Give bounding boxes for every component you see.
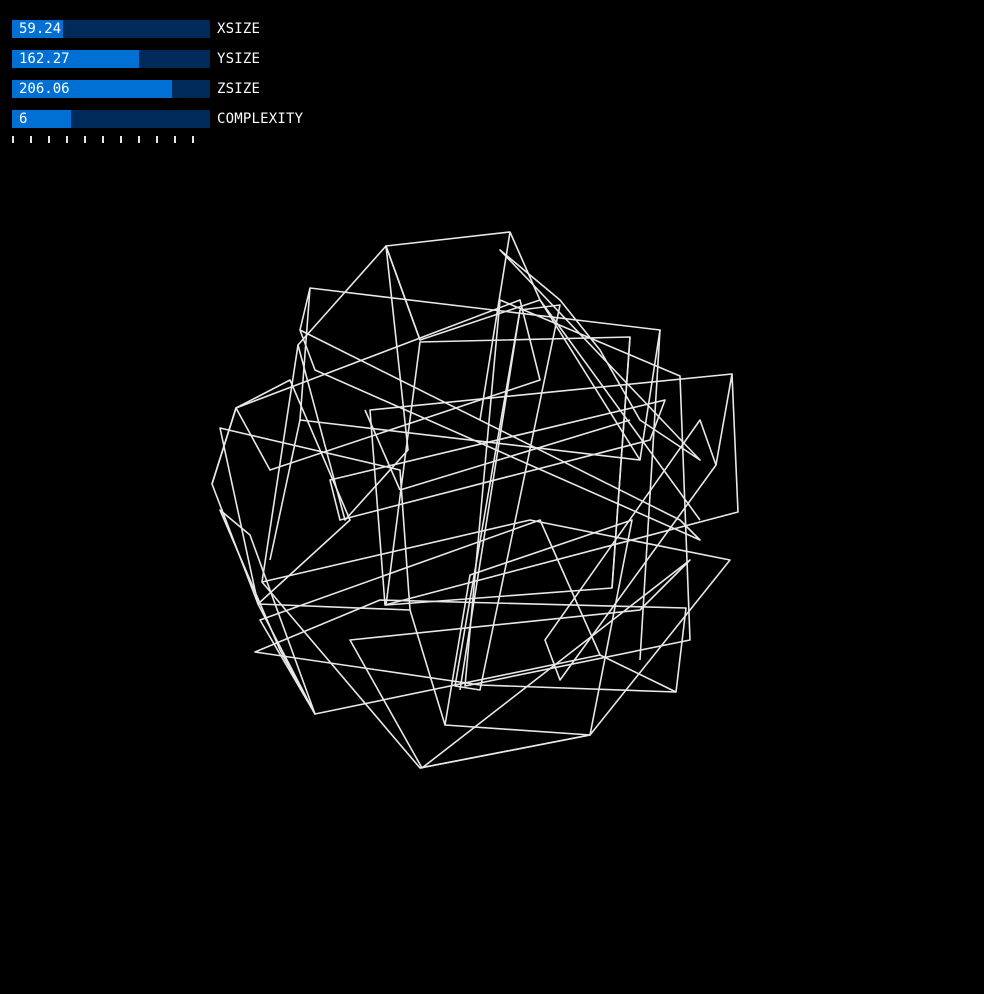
wireframe-face bbox=[329, 399, 666, 521]
tick-mark bbox=[48, 136, 50, 143]
wireframe-edge bbox=[399, 419, 631, 491]
wireframe-edge bbox=[364, 409, 401, 491]
wireframe-edge bbox=[419, 734, 591, 769]
wireframe-face bbox=[254, 599, 687, 693]
ysize-slider-fill bbox=[12, 50, 139, 68]
wireframe-face bbox=[369, 373, 739, 606]
wireframe-edge bbox=[539, 299, 701, 521]
wireframe-face bbox=[499, 249, 701, 461]
wireframe-edge bbox=[639, 329, 661, 661]
wireframe-face bbox=[349, 559, 691, 769]
wireframe-face bbox=[299, 329, 701, 541]
wireframe-edge bbox=[459, 309, 521, 691]
wireframe-face bbox=[444, 519, 633, 736]
wireframe-face bbox=[454, 304, 561, 691]
wireframe-edge bbox=[211, 407, 237, 485]
wireframe-face bbox=[299, 287, 661, 461]
xsize-slider-fill bbox=[12, 20, 64, 38]
wireframe-edge bbox=[299, 287, 311, 331]
tick-mark bbox=[66, 136, 68, 143]
slider-complexity: 6 COMPLEXITY bbox=[12, 110, 303, 128]
wireframe-edge bbox=[715, 373, 733, 466]
complexity-ticks bbox=[12, 136, 202, 144]
complexity-slider-fill bbox=[12, 110, 72, 128]
tick-mark bbox=[84, 136, 86, 143]
wireframe-edge bbox=[539, 299, 641, 461]
tick-mark bbox=[138, 136, 140, 143]
tick-mark bbox=[192, 136, 194, 143]
wireframe-edge bbox=[257, 603, 316, 715]
wireframe-edge bbox=[479, 231, 511, 421]
wireframe-face bbox=[259, 519, 601, 715]
wireframe-face bbox=[297, 245, 409, 521]
ysize-label: YSIZE bbox=[217, 51, 261, 67]
complexity-label: COMPLEXITY bbox=[217, 111, 304, 127]
wireframe-face bbox=[261, 519, 731, 769]
tick-mark bbox=[156, 136, 158, 143]
wireframe-edge bbox=[409, 609, 446, 726]
wireframe-edge bbox=[385, 245, 421, 341]
xsize-label: XSIZE bbox=[217, 21, 261, 37]
tick-mark bbox=[12, 136, 14, 143]
wireframe-face bbox=[211, 379, 351, 605]
wireframe-face bbox=[235, 299, 541, 471]
zsize-label: ZSIZE bbox=[217, 81, 261, 97]
zsize-slider-fill bbox=[12, 80, 173, 98]
wireframe-edge bbox=[611, 336, 631, 589]
wireframe-shape bbox=[211, 231, 739, 769]
tick-mark bbox=[102, 136, 104, 143]
wireframe-edge bbox=[599, 654, 677, 693]
wireframe-edge bbox=[269, 419, 301, 561]
tick-mark bbox=[30, 136, 32, 143]
tick-mark bbox=[174, 136, 176, 143]
tick-mark bbox=[120, 136, 122, 143]
wireframe-face bbox=[544, 419, 717, 681]
wireframe-edge bbox=[261, 344, 299, 583]
